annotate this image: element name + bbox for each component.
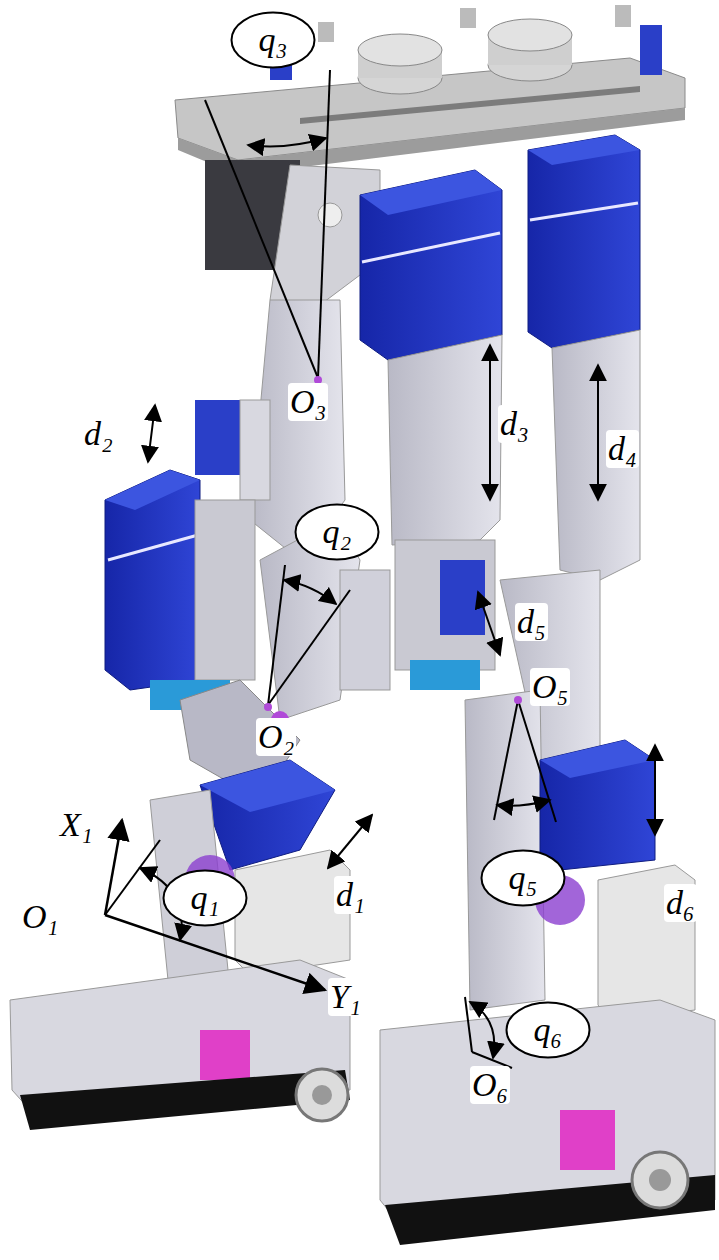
robot-part [489, 345, 491, 500]
robot-part [105, 470, 200, 510]
robot-part [497, 800, 550, 806]
symbol-label: d₆ [664, 884, 697, 922]
robot-part [528, 135, 640, 348]
symbol-label: O₆ [470, 1066, 510, 1104]
robot-part [268, 590, 350, 705]
robot-part [148, 405, 155, 462]
robot-part [328, 815, 372, 868]
robot-part [470, 1002, 494, 1058]
ellipse-shape [482, 851, 565, 906]
angle-symbol: q₂ [323, 513, 352, 551]
robot-part [530, 203, 638, 220]
robot-part [318, 70, 330, 378]
symbol-label: d₁ [334, 876, 367, 914]
robot-part [597, 365, 599, 500]
robot-part [318, 22, 334, 42]
ellipse-shape [164, 871, 247, 926]
robot-part [388, 335, 502, 545]
robot-part [340, 570, 390, 690]
annotation-lines [105, 70, 655, 1068]
robot-part [248, 138, 326, 146]
robot-part [465, 997, 472, 1052]
robot-part [296, 1069, 348, 1121]
robot-part [318, 203, 342, 227]
robot-part [540, 740, 655, 870]
robot-part [654, 745, 656, 835]
robot-part [615, 5, 631, 27]
robot-part [465, 690, 545, 1010]
angle-ellipse: q₂ [294, 503, 380, 561]
robot-part [200, 760, 335, 812]
robot-part [460, 8, 476, 28]
robot-part [478, 592, 500, 655]
ellipse-shape [296, 505, 379, 560]
symbol-label: O₁ [20, 898, 60, 936]
robot-part [200, 1030, 250, 1080]
symbol-label: O₅ [530, 668, 570, 706]
robot-part [264, 703, 272, 711]
angle-ellipse: q₃ [230, 11, 316, 69]
robot-part [362, 233, 500, 262]
robot-part [528, 135, 640, 165]
robot-part [20, 1070, 350, 1130]
robot-part [105, 470, 200, 690]
robot-part [514, 696, 522, 704]
symbol-label: O₃ [288, 383, 328, 421]
symbol-label: O₂ [256, 718, 296, 756]
symbol-label: d₂ [82, 415, 115, 453]
robot-part [360, 170, 502, 215]
symbol-label: Y₁ [328, 978, 363, 1016]
robot-part [195, 500, 255, 680]
robot-part [649, 1169, 671, 1191]
symbol-label: X₁ [58, 806, 95, 844]
robot-part [632, 1152, 688, 1208]
robot-part [494, 700, 518, 820]
robot-part [540, 740, 655, 778]
angle-symbol: q₁ [191, 879, 220, 917]
angle-symbol: q₆ [534, 1011, 563, 1049]
robot-part [440, 560, 485, 635]
robot-part [312, 1085, 332, 1105]
robot-part [488, 19, 572, 51]
ellipse-shape [507, 1003, 590, 1058]
angle-ellipse: q₆ [505, 1001, 591, 1059]
angle-ellipse: q₁ [162, 869, 248, 927]
symbol-label: d₃ [498, 405, 531, 443]
robot-part [205, 100, 318, 378]
joint-points [264, 376, 522, 711]
robot-part [360, 170, 502, 360]
robot-part [560, 1110, 615, 1170]
robot-part [410, 660, 480, 690]
robot-part [240, 400, 270, 500]
robot-part [235, 850, 350, 975]
angle-symbol: q₃ [259, 21, 288, 59]
robot-part [552, 330, 640, 580]
angle-symbol: q₅ [509, 859, 538, 897]
robot-part [358, 34, 442, 66]
robot-body [10, 5, 715, 1245]
robot-part [300, 86, 640, 124]
robot-part [105, 820, 122, 915]
robot-part [284, 580, 336, 604]
robot-part [640, 25, 662, 75]
symbol-label: d₅ [515, 603, 548, 641]
angle-ellipse: q₅ [480, 849, 566, 907]
robot-part [195, 400, 245, 475]
ellipse-shape [232, 13, 315, 68]
symbol-label: d₄ [606, 430, 639, 468]
robot-part [105, 915, 325, 990]
robot-part [108, 535, 198, 560]
robot-part [395, 540, 495, 670]
robot-part [105, 840, 160, 915]
